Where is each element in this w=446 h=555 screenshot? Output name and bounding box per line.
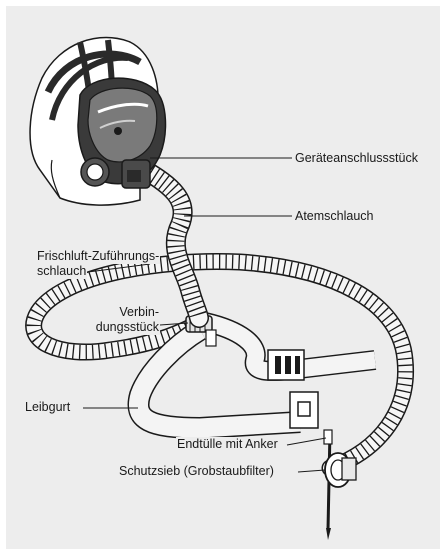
leader-endtuelle	[287, 438, 326, 445]
mask-side-filter	[81, 158, 109, 186]
belt-buckle-lower	[290, 392, 318, 428]
label-verbindung-line1: Verbin-	[100, 305, 160, 320]
belt-buckle-upper	[268, 350, 304, 380]
leader-schutzsieb	[298, 470, 325, 472]
device-connection-piece	[122, 160, 150, 188]
belt	[138, 322, 375, 428]
label-schutzsieb: Schutzsieb (Grobstaubfilter)	[118, 464, 275, 479]
label-frischluft-line2: schlauch	[36, 264, 87, 279]
end-sleeve-with-screen	[325, 453, 356, 487]
label-leibgurt: Leibgurt	[24, 400, 71, 415]
breathing-hose	[145, 170, 199, 318]
label-atemschlauch: Atemschlauch	[294, 209, 375, 224]
label-geraeteanschlussstueck: Geräteanschlussstück	[294, 151, 419, 166]
label-verbindung-line2: dungsstück	[88, 320, 160, 335]
label-frischluft-line1: Frischluft-Zuführungs-	[36, 249, 160, 264]
label-endtuelle-mit-anker: Endtülle mit Anker	[176, 437, 279, 452]
